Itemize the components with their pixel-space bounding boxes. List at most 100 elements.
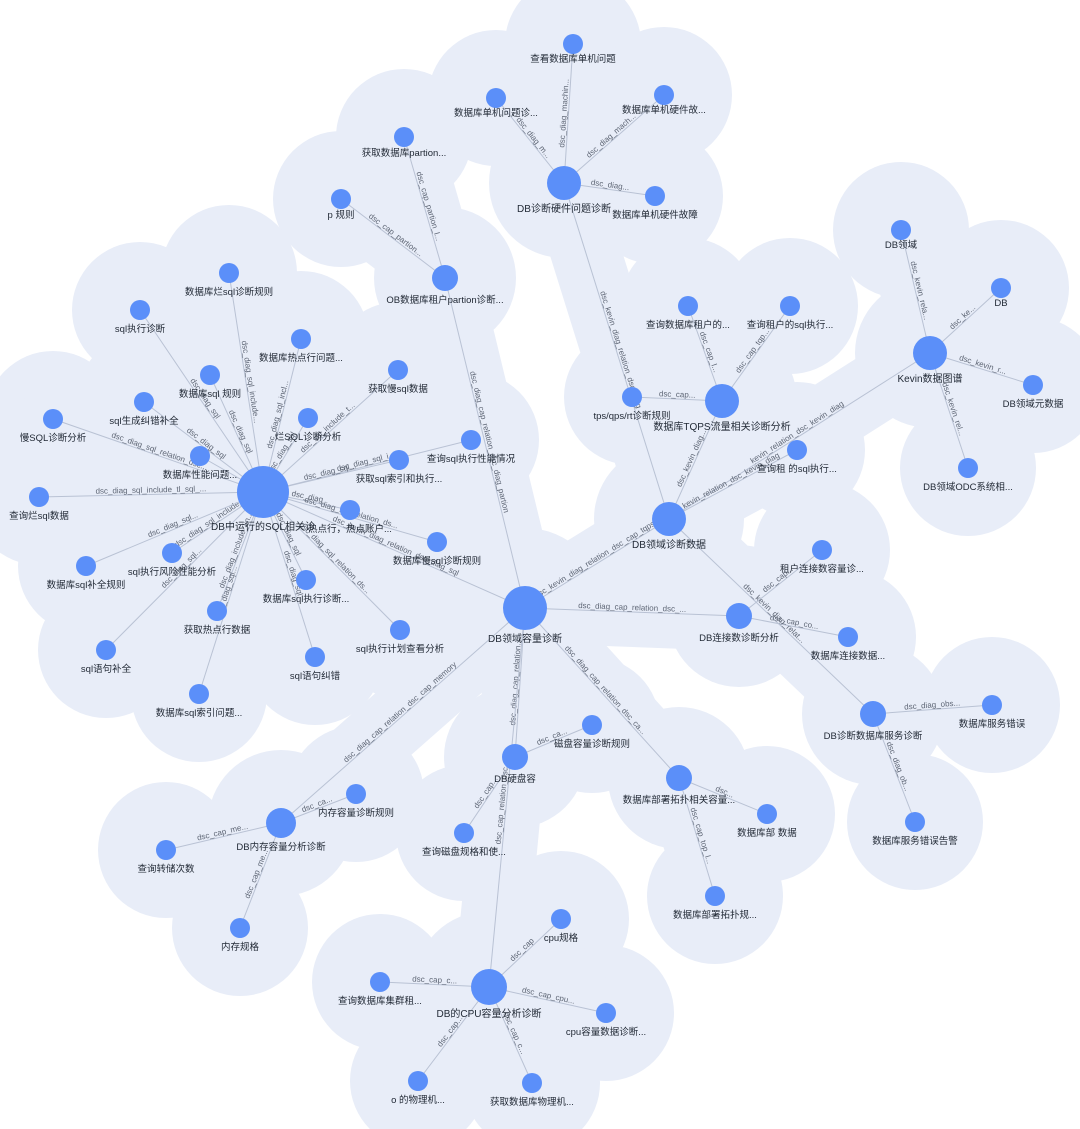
edge-hw-hw3[interactable] (563, 94, 665, 184)
node-circle[interactable] (76, 556, 96, 576)
graph-node-s9[interactable]: 查询sql执行性能情况 (427, 430, 516, 465)
graph-node-m3[interactable]: 内存规格 (221, 918, 260, 953)
node-circle[interactable] (190, 446, 210, 466)
edge-svc-v2[interactable] (872, 713, 916, 823)
edge-deploy-dp2[interactable] (678, 777, 716, 897)
node-circle[interactable] (156, 840, 176, 860)
graph-node-v2[interactable]: 数据库服务错误告警 (872, 812, 958, 847)
graph-node-sqlhub[interactable]: DB中运行的SQL相关诊 (211, 466, 315, 533)
edge-center-partion[interactable] (444, 277, 526, 609)
edge-hw-hw2[interactable] (495, 97, 565, 184)
edge-sqlhub-s21[interactable] (262, 491, 316, 658)
graph-node-conn[interactable]: DB连接数诊断分析 (699, 603, 779, 644)
graph-node-s3[interactable]: 数据库热点行问题... (259, 329, 343, 364)
node-circle[interactable] (860, 701, 886, 727)
node-circle[interactable] (130, 300, 150, 320)
graph-node-cp4[interactable]: o 的物理机... (391, 1071, 445, 1106)
node-circle[interactable] (812, 540, 832, 560)
edge-sqlhub-s22[interactable] (198, 491, 264, 695)
graph-node-cp2[interactable]: 查询数据库集群租... (338, 972, 422, 1007)
node-circle[interactable] (296, 570, 316, 590)
node-circle[interactable] (652, 502, 686, 536)
graph-node-s15[interactable]: sql执行风险性能分析 (128, 543, 217, 578)
edge-domain-dm1[interactable] (668, 449, 798, 520)
node-circle[interactable] (331, 189, 351, 209)
graph-node-s20[interactable]: sql语句补全 (81, 640, 132, 675)
graph-node-k4[interactable]: DB领域ODC系统相... (923, 458, 1013, 493)
node-circle[interactable] (958, 458, 978, 478)
edge-deploy-dp1[interactable] (678, 777, 768, 815)
edge-partion-pt2[interactable] (340, 198, 446, 279)
node-circle[interactable] (388, 360, 408, 380)
graph-node-deploy[interactable]: 数据库部署拓扑相关容量... (623, 765, 735, 806)
graph-node-pt2[interactable]: p 规则 (328, 189, 355, 221)
edge-sqlhub-s2[interactable] (139, 309, 264, 493)
graph-node-s1[interactable]: 数据库烂sql诊断规则 (185, 263, 273, 298)
edge-partion-pt1[interactable] (403, 136, 446, 279)
graph-node-s19[interactable]: sql执行计划查看分析 (356, 620, 445, 655)
graph-node-s8[interactable]: 慢SQL诊断分析 (20, 409, 87, 444)
edge-center-cpu[interactable] (488, 607, 526, 988)
node-circle[interactable] (162, 543, 182, 563)
node-circle[interactable] (200, 365, 220, 385)
node-circle[interactable] (346, 784, 366, 804)
node-circle[interactable] (266, 808, 296, 838)
node-circle[interactable] (905, 812, 925, 832)
graph-node-center[interactable]: DB领域容量诊断 (488, 586, 562, 645)
node-circle[interactable] (370, 972, 390, 992)
graph-node-m1[interactable]: 内存容量诊断规则 (318, 784, 394, 819)
edge-conn-c2[interactable] (738, 615, 849, 638)
node-circle[interactable] (502, 744, 528, 770)
graph-node-disk[interactable]: DB硬盘容 (494, 744, 536, 785)
graph-node-s13[interactable]: 热点行，热点账户... (308, 500, 392, 535)
edge-conn-c1[interactable] (738, 549, 823, 617)
edge-kevin-k4[interactable] (929, 352, 969, 469)
node-circle[interactable] (237, 466, 289, 518)
graph-node-kevin[interactable]: Kevin数据图谱 (897, 336, 963, 385)
node-circle[interactable] (340, 500, 360, 520)
graph-node-cp3[interactable]: cpu容量数据诊断... (566, 1003, 646, 1038)
graph-node-d2[interactable]: 查询磁盘规格和使... (422, 823, 506, 858)
node-circle[interactable] (486, 88, 506, 108)
node-circle[interactable] (461, 430, 481, 450)
graph-node-cp1[interactable]: cpu规格 (544, 909, 579, 944)
graph-node-v1[interactable]: 数据库服务错误 (959, 695, 1026, 730)
node-circle[interactable] (43, 409, 63, 429)
node-circle[interactable] (207, 601, 227, 621)
node-circle[interactable] (390, 620, 410, 640)
edge-cpu-cp3[interactable] (488, 986, 607, 1014)
node-circle[interactable] (551, 909, 571, 929)
graph-node-k3[interactable]: DB领域元数据 (1003, 375, 1064, 410)
node-circle[interactable] (389, 450, 409, 470)
node-circle[interactable] (547, 166, 581, 200)
edge-domain-kevin[interactable] (668, 352, 931, 520)
edge-sqlhub-s1[interactable] (228, 272, 264, 493)
edge-center-disk[interactable] (514, 607, 526, 758)
graph-node-k1[interactable]: DB领域 (885, 220, 918, 251)
graph-node-hw1[interactable]: 查看数据库单机问题 (530, 34, 616, 65)
node-circle[interactable] (522, 1073, 542, 1093)
node-circle[interactable] (705, 886, 725, 906)
node-circle[interactable] (982, 695, 1002, 715)
node-circle[interactable] (645, 186, 665, 206)
edge-disk-d1[interactable] (514, 724, 593, 758)
node-circle[interactable] (394, 127, 414, 147)
edge-center-conn[interactable] (524, 607, 740, 617)
graph-node-m2[interactable]: 查询转储次数 (137, 840, 195, 875)
edge-mem-m3[interactable] (239, 822, 282, 929)
graph-node-mem[interactable]: DB内存容量分析诊断 (236, 808, 326, 853)
node-circle[interactable] (596, 1003, 616, 1023)
graph-node-s22[interactable]: 数据库sql索引问题... (156, 684, 243, 719)
node-circle[interactable] (134, 392, 154, 412)
node-circle[interactable] (96, 640, 116, 660)
node-circle[interactable] (471, 969, 507, 1005)
node-circle[interactable] (503, 586, 547, 630)
node-circle[interactable] (432, 265, 458, 291)
edge-center-sqlhub[interactable] (262, 491, 526, 609)
node-circle[interactable] (408, 1071, 428, 1091)
node-circle[interactable] (913, 336, 947, 370)
edge-hw-hw1[interactable] (563, 43, 574, 184)
graph-node-k2[interactable]: DB (991, 278, 1011, 309)
graph-node-s10[interactable]: 数据库性能问题... (163, 446, 237, 481)
node-circle[interactable] (757, 804, 777, 824)
